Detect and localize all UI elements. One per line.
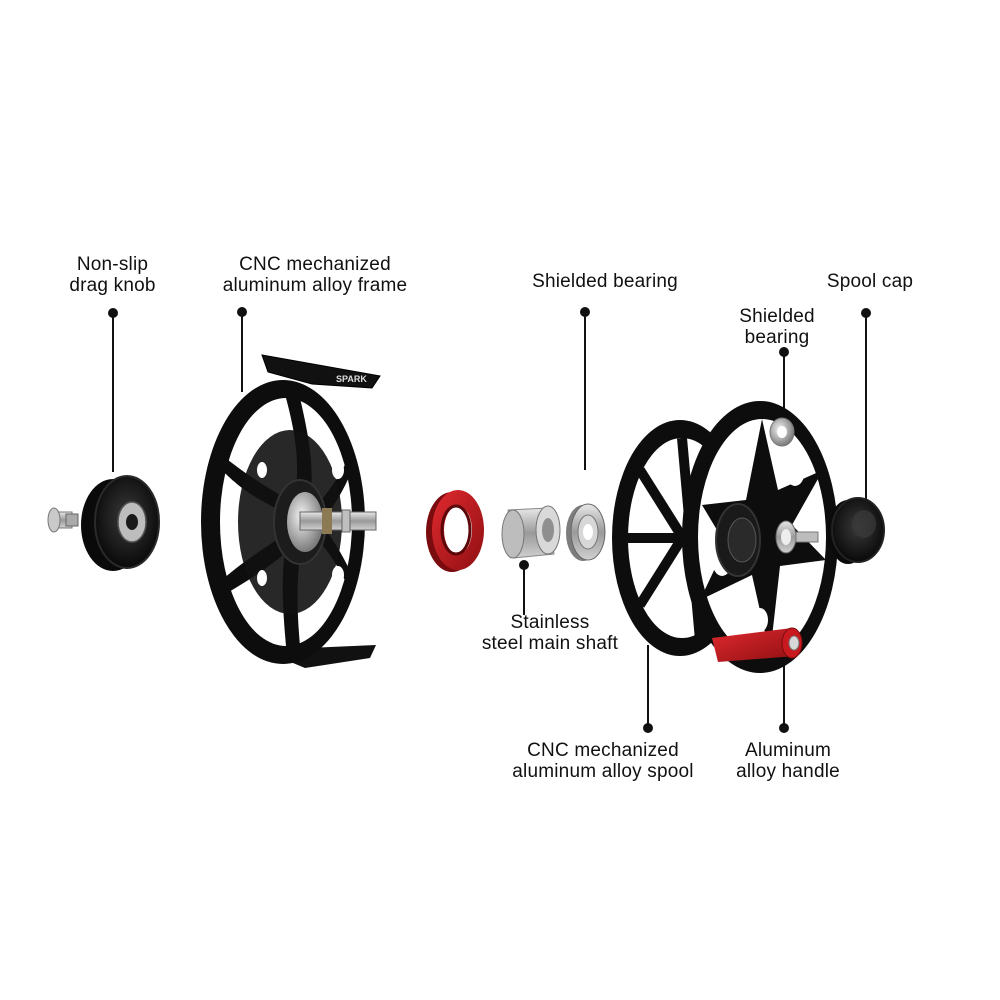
leader-dot-spool-cap: [861, 308, 871, 318]
label-bearing-small-line2: bearing: [744, 327, 810, 348]
label-drag-knob-line2: drag knob: [69, 275, 156, 296]
leader-dot-handle: [779, 723, 789, 733]
label-main-shaft-line2: steel main shaft: [481, 633, 619, 654]
label-spool-cap: Spool cap: [800, 271, 940, 292]
reel-frame: SPARK: [201, 354, 381, 668]
drag-screw: [47, 507, 79, 533]
label-spool-line2: aluminum alloy spool: [512, 761, 694, 782]
label-bearing-main: Shielded bearing: [500, 271, 710, 292]
label-main-shaft: Stainless steel main shaft: [440, 612, 660, 654]
label-bearing-small-line1: Shielded: [739, 306, 815, 327]
label-frame: CNC mechanized aluminum alloy frame: [190, 254, 440, 296]
label-handle-line1: Aluminum: [744, 740, 832, 761]
leader-dot-spool: [643, 723, 653, 733]
leader-dot-main-shaft: [519, 560, 529, 570]
label-bearing-main-line1: Shielded bearing: [532, 271, 678, 292]
reel-spool: [612, 401, 838, 673]
drag-knob: [81, 475, 160, 571]
shielded-bearing-main: [566, 503, 606, 561]
leader-dot-bearing-small: [779, 347, 789, 357]
main-shaft-bushing: [501, 505, 561, 559]
label-frame-line2: aluminum alloy frame: [222, 275, 408, 296]
red-ring: [426, 490, 484, 572]
label-drag-knob: Non-slip drag knob: [40, 254, 185, 296]
label-spool: CNC mechanized aluminum alloy spool: [478, 740, 728, 782]
label-handle: Aluminum alloy handle: [718, 740, 858, 782]
aluminum-handle: [712, 627, 803, 662]
spool-cap: [828, 497, 885, 564]
label-main-shaft-line1: Stainless: [510, 612, 590, 633]
leader-dot-drag-knob: [108, 308, 118, 318]
label-bearing-small: Shielded bearing: [712, 306, 842, 348]
label-spool-line1: CNC mechanized: [527, 740, 679, 761]
label-spool-cap-line1: Spool cap: [826, 271, 914, 292]
leader-dot-bearing-main: [580, 307, 590, 317]
brand-mark: SPARK: [336, 374, 367, 384]
label-frame-line1: CNC mechanized: [239, 254, 391, 275]
label-handle-line2: alloy handle: [736, 761, 840, 782]
leader-dot-frame: [237, 307, 247, 317]
label-drag-knob-line1: Non-slip: [76, 254, 149, 275]
